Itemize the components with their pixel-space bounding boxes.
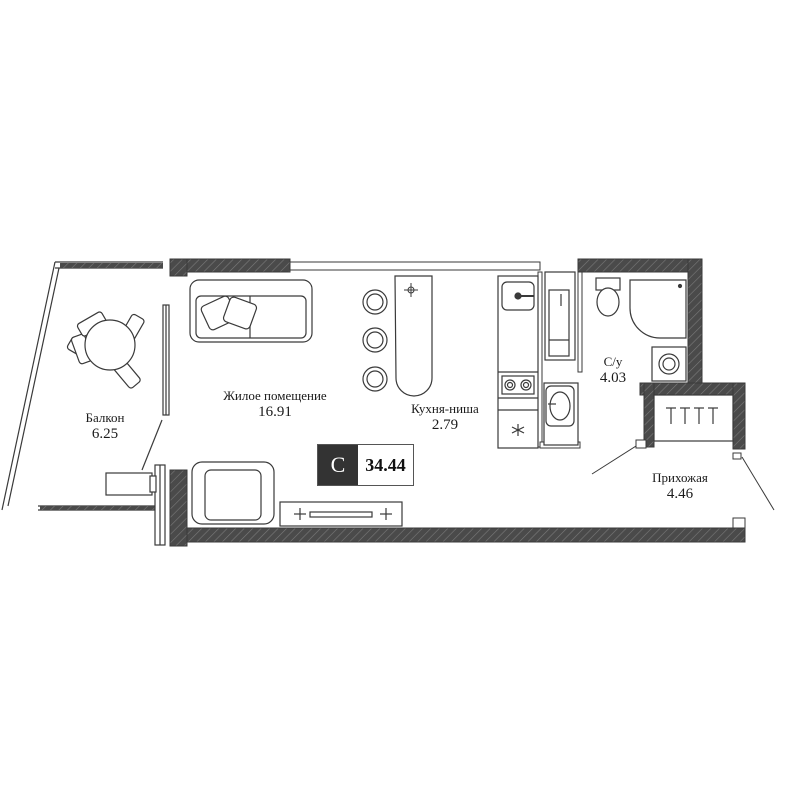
bathroom-area: 4.03 (599, 370, 627, 386)
armchair-icon (191, 461, 275, 525)
balcony-label: Балкон 6.25 (70, 410, 140, 442)
wash-basin-icon (545, 385, 575, 427)
kitchen-area: 2.79 (431, 417, 459, 433)
balcony-name: Балкон (85, 410, 125, 425)
total-area-value: 34.44 (365, 454, 406, 475)
bathroom-name: С/у (603, 354, 623, 369)
bar-stools (362, 289, 388, 392)
balcony (1, 261, 163, 511)
refrigerator-snowflake-icon (511, 424, 525, 436)
kitchen-label: Кухня-ниша 2.79 (395, 401, 495, 433)
apartment-class-letter: С (318, 445, 358, 485)
living-room-area: 16.91 (258, 404, 292, 420)
balcony-window (141, 304, 170, 546)
living-room-label: Жилое помещение 16.91 (205, 388, 345, 420)
balcony-dining-set-icon (66, 311, 145, 389)
hallway-doors (591, 445, 775, 511)
kitchen-bar-counter (394, 275, 433, 397)
sofa-icon (189, 279, 313, 343)
exterior-walls (169, 258, 746, 547)
tv-stand-icon (279, 501, 403, 527)
hallway-wardrobe-icon (653, 394, 734, 442)
kitchen-name: Кухня-ниша (411, 401, 479, 416)
shower-cabin-icon (629, 279, 687, 339)
total-area-badge: С 34.44 (317, 444, 414, 486)
hallway-label: Прихожая 4.46 (635, 470, 725, 502)
stove-icon (501, 375, 535, 395)
bathroom-label: С/у 4.03 (588, 354, 638, 386)
sink-icon (501, 281, 535, 311)
balcony-area: 6.25 (91, 426, 119, 442)
living-room-name: Жилое помещение (223, 388, 327, 403)
hallway-area: 4.46 (666, 486, 694, 502)
toilet-icon (595, 277, 621, 317)
washing-machine-area (548, 289, 570, 357)
hallway-name: Прихожая (652, 470, 708, 485)
ac-unit-icon (105, 472, 157, 496)
boiler-icon (651, 346, 687, 382)
plant-icon (404, 283, 418, 297)
